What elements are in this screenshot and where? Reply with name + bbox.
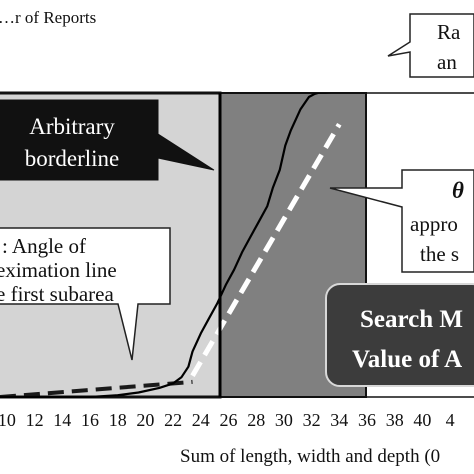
search-value-box: Search M Value of A — [325, 283, 474, 387]
search-box-line2: Value of A — [352, 346, 462, 373]
x-tick-label: 32 — [303, 410, 321, 430]
x-tick-label: 10 — [0, 410, 16, 430]
arbitrary-callout-line2: borderline — [25, 146, 120, 171]
random-callout-line2: an — [437, 50, 457, 74]
theta-right-symbol: θ — [452, 178, 464, 203]
x-tick-label: 40 — [413, 410, 431, 430]
theta-left-line3: e first subarea — [0, 282, 114, 306]
theta-left-line2: eximation line — [0, 258, 117, 282]
x-tick-label: 36 — [358, 410, 376, 430]
random-callout-line1: Ra — [437, 20, 461, 44]
x-tick-label: 14 — [53, 410, 71, 430]
x-tick-label: 20 — [136, 410, 154, 430]
theta-first-subarea-callout: : Angle of eximation line e first subare… — [0, 227, 171, 361]
arbitrary-callout-line1: Arbitrary — [29, 114, 115, 139]
x-tick-labels: 10 12 14 16 18 20 22 24 26 28 30 32 34 36 38 40 4 — [0, 410, 455, 430]
x-tick-label: 4 — [446, 410, 455, 430]
x-tick-label: 26 — [220, 410, 238, 430]
dashed-approximation-line-second-subarea — [190, 123, 342, 378]
dashed-approximation-line-first-subarea — [0, 379, 193, 398]
x-tick-label: 24 — [192, 410, 210, 430]
cumulative-reports-line — [0, 93, 332, 398]
theta-left-line1: : Angle of — [2, 234, 86, 258]
x-tick-label: 18 — [109, 410, 127, 430]
x-tick-label: 28 — [247, 410, 265, 430]
arbitrary-borderline-callout: Arbitrary borderline — [0, 99, 215, 181]
x-tick-label: 16 — [81, 410, 99, 430]
x-tick-label: 30 — [275, 410, 293, 430]
theta-right-line2: appro — [410, 212, 458, 236]
x-tick-label: 34 — [330, 410, 348, 430]
theta-second-subarea-callout: θ appro the s — [329, 169, 474, 273]
x-tick-label: 38 — [386, 410, 404, 430]
x-axis-label: Sum of length, width and depth (0 — [180, 446, 440, 467]
random-callout: Ra an — [387, 13, 474, 78]
theta-right-line3: the s — [420, 242, 459, 266]
y-axis-label: …r of Reports — [0, 8, 96, 27]
search-box-line1: Search M — [360, 306, 463, 333]
x-tick-label: 12 — [26, 410, 44, 430]
x-tick-label: 22 — [164, 410, 182, 430]
